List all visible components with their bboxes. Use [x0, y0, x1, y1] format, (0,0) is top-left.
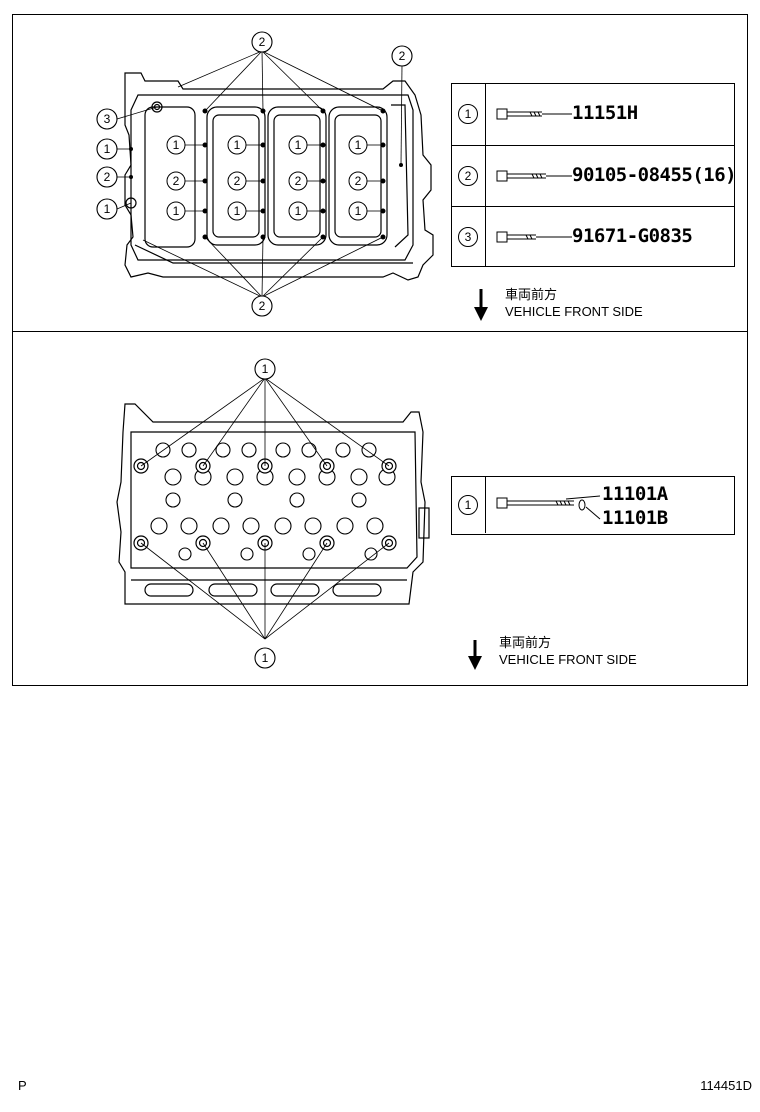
- svg-text:1: 1: [295, 204, 302, 218]
- page-letter: P: [18, 1078, 27, 1093]
- callout-left-2: 1: [104, 142, 111, 156]
- svg-text:2: 2: [173, 174, 180, 188]
- callout-right: 2: [399, 49, 406, 63]
- part-number-11151H: 11151H: [572, 102, 638, 124]
- top-panel-valve-cover-diagram: 2 2 3 1 2 1 2 1 1 1 1 2 2 2 2 1 1 1 1 1 11151H 2: [12, 14, 748, 332]
- cylinder-head-drawing: 1 1: [116, 358, 482, 670]
- callout-left-4: 1: [104, 202, 111, 216]
- svg-text:1: 1: [295, 138, 302, 152]
- legend-row: 1 11101A 11101B: [452, 477, 734, 533]
- illustration-id: 114451D: [700, 1078, 752, 1093]
- head-bolt-and-washer-icon: [496, 495, 601, 520]
- callout-left-3: 2: [104, 170, 111, 184]
- callout-bottom: 1: [262, 651, 269, 665]
- front-direction-jp: 車両前方: [505, 287, 558, 302]
- svg-text:1: 1: [173, 138, 180, 152]
- flange-bolt-icon: [496, 170, 572, 182]
- front-direction-en: VEHICLE FRONT SIDE: [505, 304, 643, 319]
- svg-text:1: 1: [234, 204, 241, 218]
- flange-bolt-icon: [496, 108, 572, 120]
- parts-legend-bottom: 1 11101A 11101B: [451, 476, 735, 535]
- legend-row: 2 90105-08455(16): [452, 145, 737, 206]
- valve-cover-drawing: 2 2 3 1 2 1 2 1 1 1 1 2 2 2 2 1 1 1 1: [96, 31, 488, 321]
- legend-row: 3 91671-G0835: [452, 206, 734, 267]
- part-number-11101B: 11101B: [602, 507, 668, 529]
- front-direction-en: VEHICLE FRONT SIDE: [499, 652, 637, 667]
- part-number-90105-08455: 90105-08455(16): [572, 164, 737, 186]
- part-number-11101A: 11101A: [602, 483, 668, 505]
- callout-left-1: 3: [104, 112, 111, 126]
- legend-row: 1 11151H: [452, 84, 734, 145]
- front-direction-jp: 車両前方: [499, 635, 552, 650]
- svg-text:2: 2: [295, 174, 302, 188]
- callout-bottom: 2: [259, 299, 266, 313]
- svg-text:1: 1: [355, 204, 362, 218]
- legend-number: 1: [458, 495, 478, 515]
- svg-text:1: 1: [173, 204, 180, 218]
- parts-legend-top: 1 11151H 2 90105-08455(16) 3 91671-G0835: [451, 83, 737, 267]
- legend-number: 1: [458, 104, 478, 124]
- svg-text:2: 2: [355, 174, 362, 188]
- svg-text:1: 1: [234, 138, 241, 152]
- callout-top: 1: [262, 362, 269, 376]
- part-number-91671-G0835: 91671-G0835: [572, 225, 693, 247]
- legend-number: 3: [458, 227, 478, 247]
- callout-top: 2: [259, 35, 266, 49]
- bottom-panel-cylinder-head-diagram: 1 1 1 11101A 11101B 車両前方 VEHICLE FRONT S…: [12, 331, 748, 686]
- svg-text:2: 2: [234, 174, 241, 188]
- legend-number: 2: [458, 166, 478, 186]
- flange-bolt-icon: [496, 231, 572, 243]
- svg-text:1: 1: [355, 138, 362, 152]
